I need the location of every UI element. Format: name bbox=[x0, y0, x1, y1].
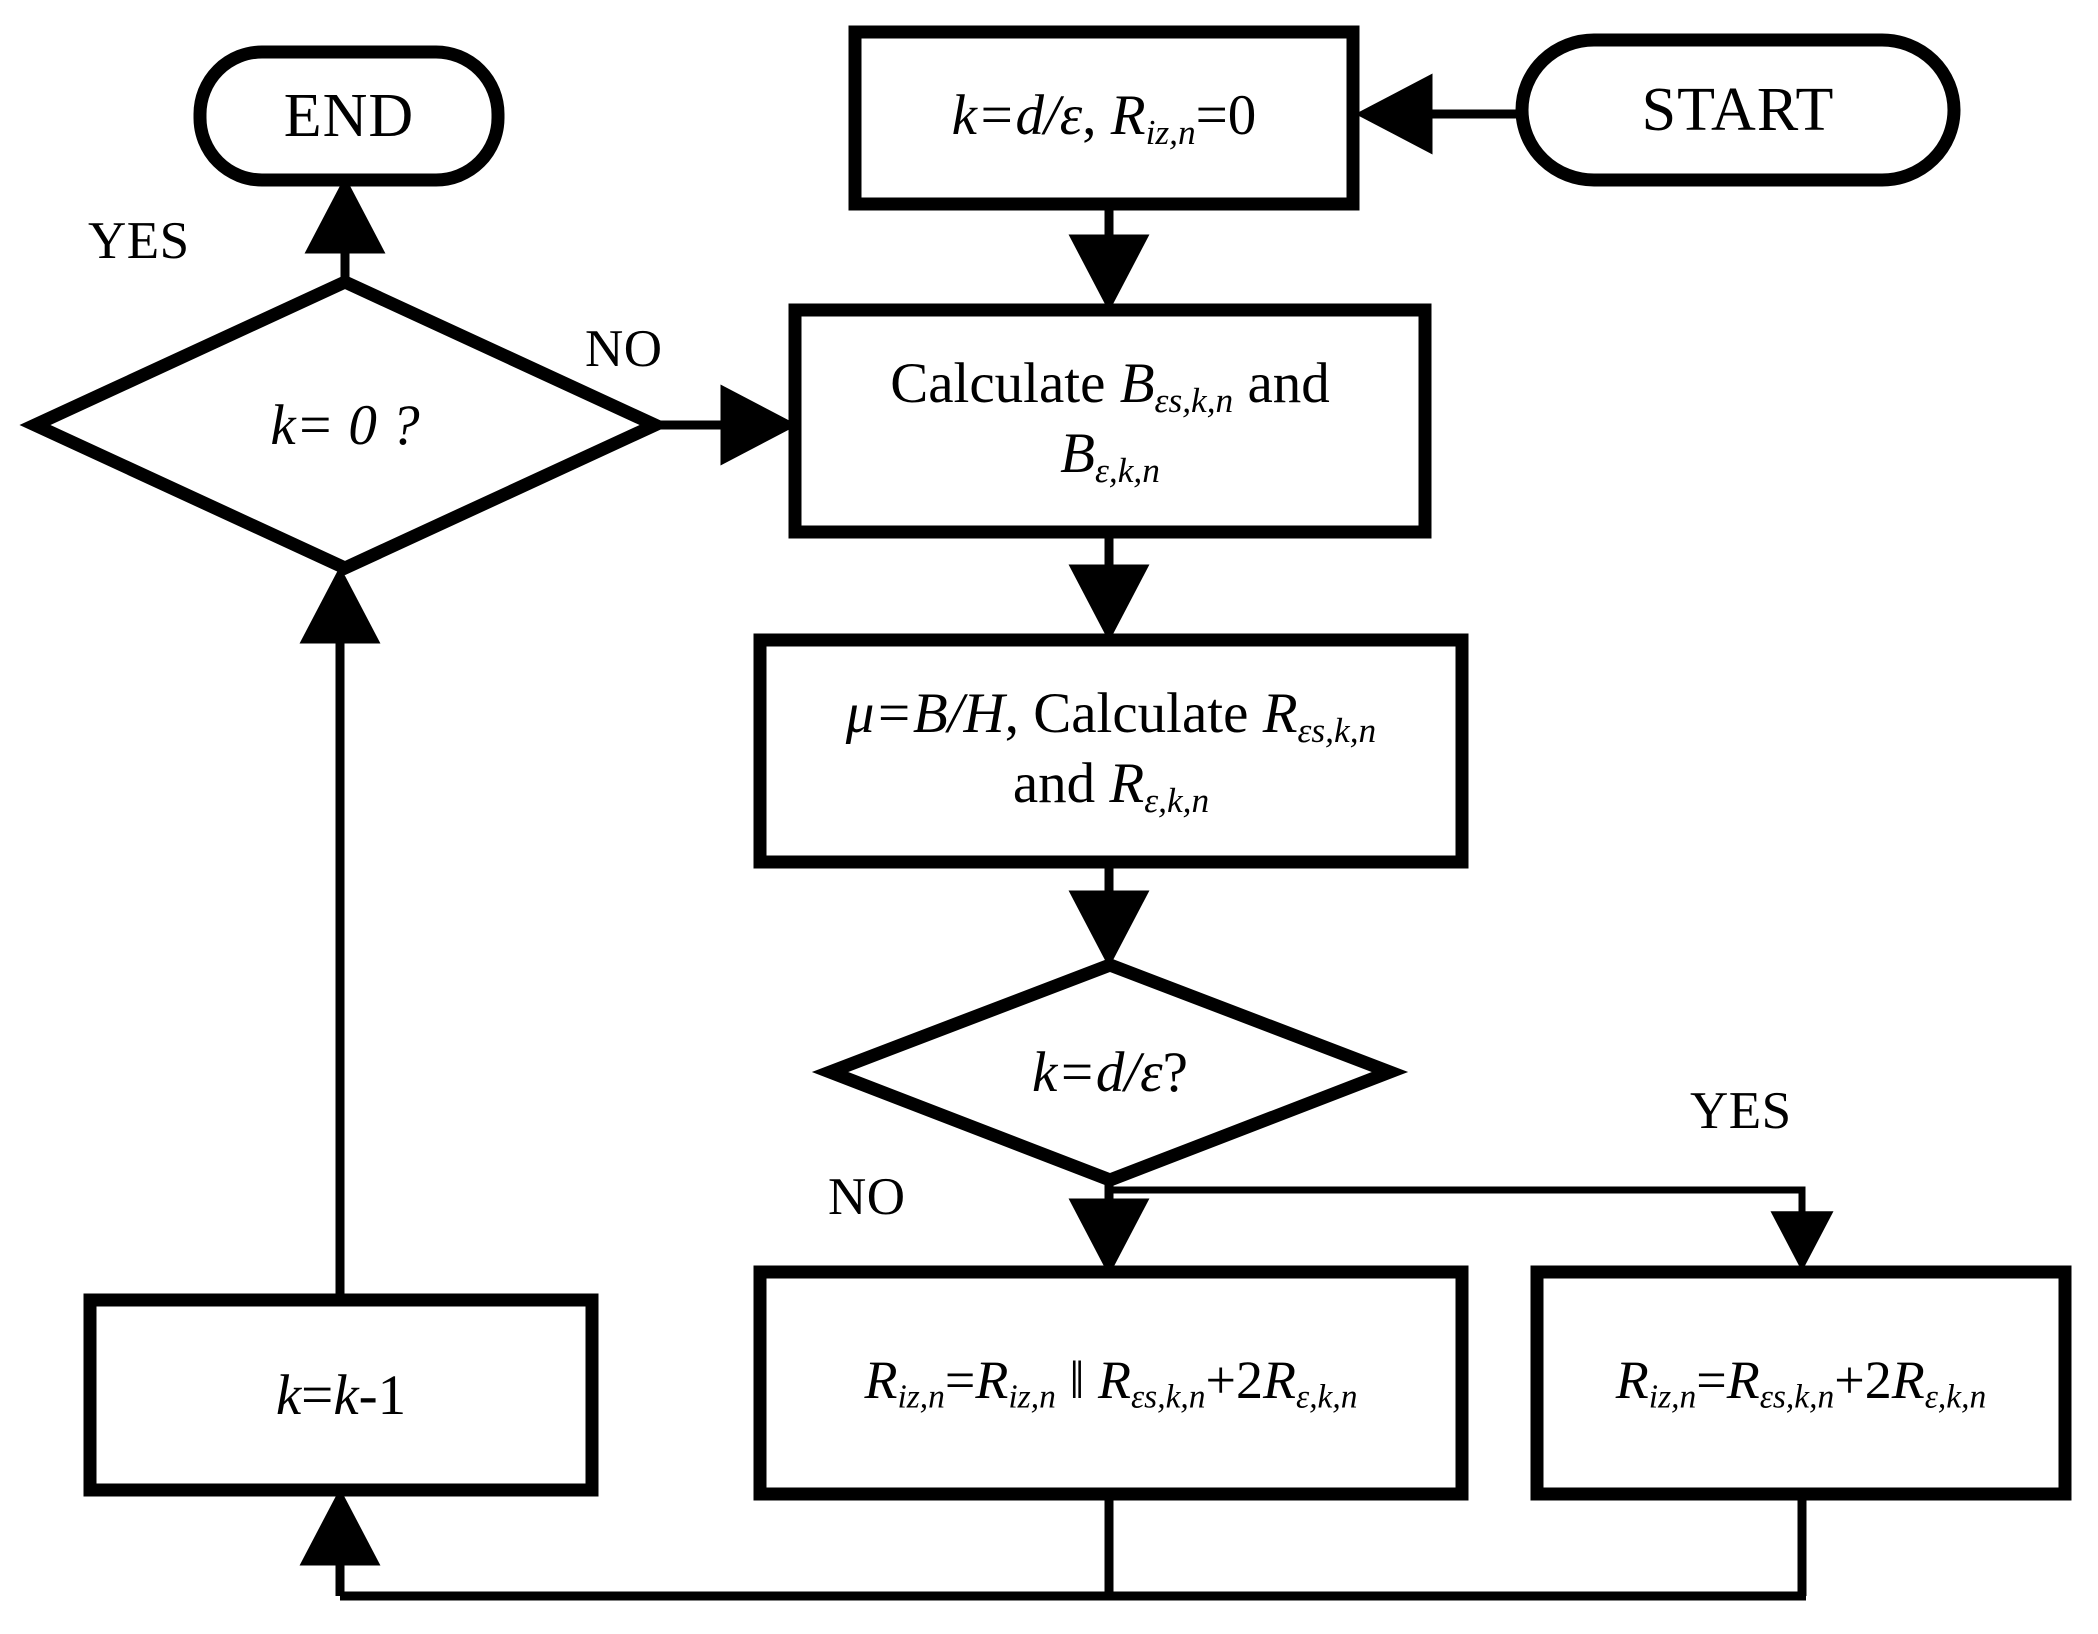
node-decision-kd-shape[interactable] bbox=[811, 958, 1409, 1187]
node-k-decrement-shape[interactable] bbox=[83, 1293, 599, 1497]
edge-decision-kd-yes bbox=[1109, 1186, 1834, 1272]
node-init-shape[interactable] bbox=[848, 25, 1360, 211]
node-decision-k0-shape[interactable] bbox=[19, 274, 671, 576]
node-assign-shape[interactable] bbox=[1530, 1265, 2072, 1501]
node-start-shape[interactable] bbox=[1515, 33, 1961, 187]
node-calc-b-shape[interactable] bbox=[788, 303, 1432, 539]
node-calc-r-shape[interactable] bbox=[753, 633, 1469, 869]
node-end-shape[interactable] bbox=[193, 45, 505, 187]
node-accum-shape[interactable] bbox=[753, 1265, 1469, 1501]
edge-label-decision-kd-yes: YES bbox=[1690, 1082, 1792, 1140]
edge-label-decision-kd-no: NO bbox=[828, 1168, 906, 1226]
edge-label-decision-k0-yes: YES bbox=[88, 212, 190, 270]
edge-label-decision-k0-no: NO bbox=[585, 320, 663, 378]
